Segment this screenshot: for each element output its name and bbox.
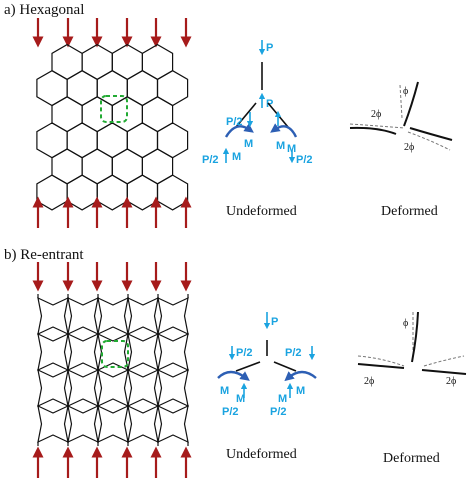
bottom-load-arrows-b (32, 446, 192, 478)
panel-a-title: a) Hexagonal (4, 2, 84, 18)
hex-cell (51, 148, 83, 185)
label-m-right-2: M (287, 143, 296, 155)
label-p-half-right: P/2 (296, 154, 313, 166)
top-load-arrows-b (32, 262, 192, 292)
hex-cell (141, 148, 174, 185)
label-p-half-bottom-left: P/2 (202, 154, 219, 166)
re-entrant-honeycomb (37, 294, 189, 446)
label-m-right: M (276, 140, 285, 152)
re-entrant-cell (37, 368, 69, 408)
re-entrant-cell (157, 332, 189, 372)
moment-arrow-right-b (284, 370, 317, 382)
hex-cell (126, 122, 159, 159)
top-load-arrows-a (32, 18, 192, 48)
label-m-left-2: M (232, 151, 241, 163)
hex-cell (126, 70, 159, 107)
hex-cell (66, 174, 98, 211)
caption-undeformed-a: Undeformed (226, 204, 297, 219)
moment-arrow-left (224, 123, 254, 138)
re-entrant-cell (127, 296, 159, 336)
re-entrant-deformed-diagram: ϕ 2ϕ 2ϕ (357, 311, 467, 387)
unit-cell-highlight-b (101, 340, 129, 368)
hex-cell (111, 148, 143, 185)
re-entrant-cell (67, 404, 99, 444)
hexagonal-honeycomb (36, 43, 189, 211)
hex-cell (66, 122, 98, 159)
label-p-half-bottom-left-b: P/2 (222, 406, 239, 418)
hex-cell (141, 96, 174, 133)
panel-b-title: b) Re-entrant (4, 247, 84, 263)
angle-2phi-right-b: 2ϕ (446, 376, 456, 387)
label-p-half-right-b: P/2 (285, 347, 302, 359)
hex-cell (156, 122, 189, 159)
unit-cell-highlight-a (100, 95, 128, 123)
hex-cell (36, 174, 68, 211)
hex-cell (66, 70, 98, 107)
bottom-load-arrows-a (32, 196, 192, 228)
hex-cell (36, 70, 68, 107)
label-p-top: P (266, 42, 273, 54)
hex-cell (51, 43, 83, 81)
hex-cell (36, 122, 68, 159)
hex-cell (81, 43, 113, 81)
hex-cell (111, 43, 143, 81)
angle-phi-a: ϕ (403, 86, 408, 97)
re-entrant-undeformed-diagram: P P/2 M M P/2 P/2 M M P/2 (217, 312, 317, 418)
hex-undeformed-diagram: P P P/2 M P/2 M M P/2 M (202, 40, 313, 166)
label-p-half-bottom-right-b: P/2 (270, 406, 287, 418)
caption-undeformed-b: Undeformed (226, 447, 297, 462)
angle-phi-b: ϕ (403, 318, 408, 329)
hex-cell (141, 43, 174, 81)
label-p-top-b: P (271, 316, 278, 328)
re-entrant-cell (157, 296, 189, 336)
hex-cell (96, 122, 128, 159)
re-entrant-cell (37, 332, 69, 372)
hex-cell (156, 70, 189, 107)
re-entrant-cell (67, 368, 99, 408)
hex-deformed-diagram: ϕ 2ϕ 2ϕ (349, 81, 453, 153)
caption-deformed-a: Deformed (381, 204, 438, 219)
angle-2phi-left-b: 2ϕ (364, 376, 374, 387)
re-entrant-cell (67, 296, 99, 336)
re-entrant-cell (157, 404, 189, 444)
moment-arrow-left-b (217, 370, 250, 381)
re-entrant-cell (127, 332, 159, 372)
moment-arrow-right (270, 123, 298, 138)
hex-cell (156, 174, 189, 211)
re-entrant-cell (97, 296, 129, 336)
label-p-half-left-b: P/2 (236, 347, 253, 359)
re-entrant-cell (97, 404, 129, 444)
label-m-left-2-b: M (236, 393, 245, 405)
label-m-right-2-b: M (278, 393, 287, 405)
re-entrant-cell (127, 368, 159, 408)
hex-cell (81, 148, 113, 185)
hex-cell (81, 96, 113, 133)
hex-cell (96, 174, 128, 211)
angle-2phi-right-a: 2ϕ (404, 142, 414, 153)
label-m-left: M (244, 138, 253, 150)
re-entrant-cell (157, 368, 189, 408)
label-p-half-left: P/2 (226, 116, 243, 128)
angle-2phi-left-a: 2ϕ (371, 109, 381, 120)
re-entrant-cell (37, 296, 69, 336)
re-entrant-cell (127, 404, 159, 444)
label-m-left-b: M (220, 385, 229, 397)
re-entrant-cell (67, 332, 99, 372)
re-entrant-cell (37, 404, 69, 444)
label-m-right-b: M (296, 385, 305, 397)
hex-cell (51, 96, 83, 133)
re-entrant-cell (97, 368, 129, 408)
caption-deformed-b: Deformed (383, 451, 440, 466)
hex-cell (126, 174, 159, 211)
